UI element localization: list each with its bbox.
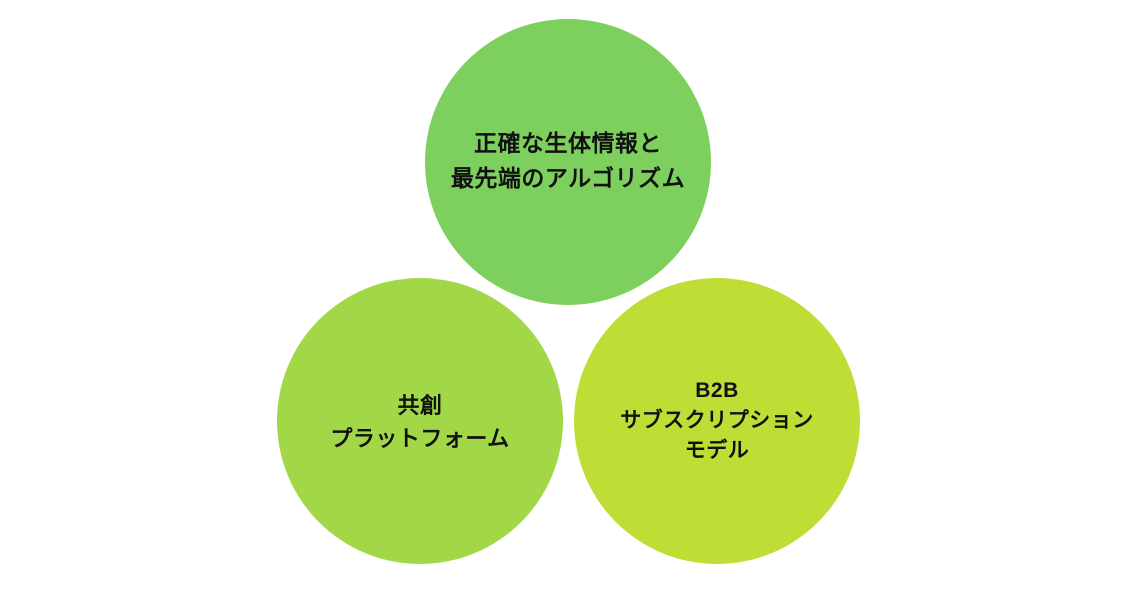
circle-top-label: 正確な生体情報と 最先端のアルゴリズム (450, 130, 686, 191)
circle-top[interactable]: 正確な生体情報と 最先端のアルゴリズム (425, 19, 711, 305)
circle-bottom-right-label: B2B サブスクリプション モデル (620, 379, 814, 462)
circle-bottom-right[interactable]: B2B サブスクリプション モデル (574, 278, 860, 564)
circle-bottom-left-label: 共創 プラットフォーム (330, 393, 510, 451)
circle-bottom-left[interactable]: 共創 プラットフォーム (277, 278, 563, 564)
